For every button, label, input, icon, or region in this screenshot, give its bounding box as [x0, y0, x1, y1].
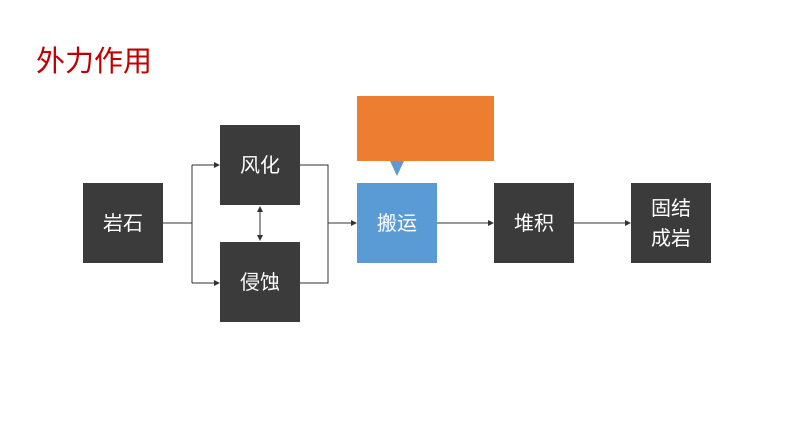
callout-box	[357, 96, 494, 161]
node-rock: 岩石	[83, 183, 163, 263]
connector-rock-split	[163, 165, 193, 283]
node-lithification: 固结成岩	[631, 183, 711, 263]
connector-merge	[300, 164, 329, 284]
callout-pointer	[390, 161, 404, 176]
node-transport: 搬运	[357, 183, 437, 263]
node-erosion: 侵蚀	[220, 242, 300, 322]
page-title: 外力作用	[36, 44, 153, 78]
node-deposition: 堆积	[494, 183, 574, 263]
node-weathering: 风化	[220, 125, 300, 205]
